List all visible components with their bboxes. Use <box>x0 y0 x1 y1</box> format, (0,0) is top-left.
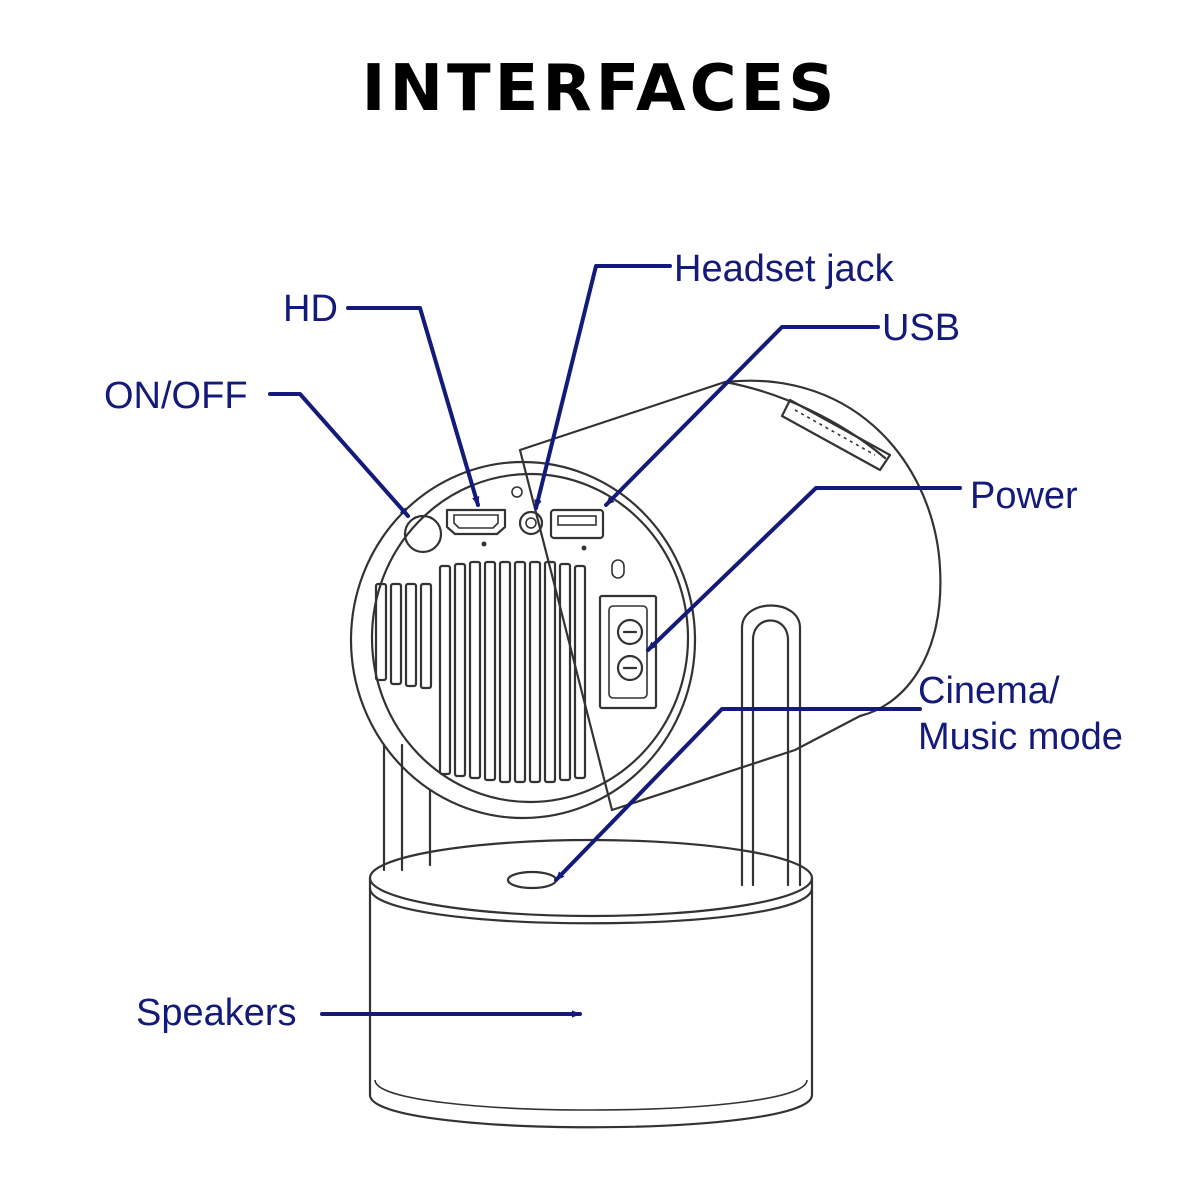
power-inlet <box>598 594 658 710</box>
callout-power <box>646 486 962 652</box>
callout-cinema <box>554 707 922 882</box>
labels: Headset jack HD USB ON/OFF Power Cinema/… <box>104 248 1123 1034</box>
callout-headset <box>534 264 672 510</box>
reset-slot-icon <box>611 559 625 579</box>
usb-port <box>549 508 605 551</box>
headset-jack <box>518 510 544 536</box>
label-power: Power <box>970 475 1078 517</box>
side-vents <box>374 582 433 690</box>
stand-arm-back <box>382 743 432 872</box>
label-on-off: ON/OFF <box>104 375 248 417</box>
callout-hd <box>346 306 480 507</box>
mode-button <box>506 870 558 890</box>
projector-body <box>518 379 942 812</box>
label-hd: HD <box>283 288 338 330</box>
label-music-mode: Music mode <box>918 716 1123 758</box>
callout-lines <box>268 264 962 1018</box>
callout-onoff <box>268 392 410 518</box>
on-off-button <box>403 514 443 554</box>
mic-hole-icon <box>511 486 523 498</box>
label-cinema: Cinema/ <box>918 670 1060 712</box>
label-usb: USB <box>882 307 960 349</box>
stand-arm-right <box>740 604 802 887</box>
projector-drawing <box>349 379 942 1129</box>
label-speakers: Speakers <box>136 992 297 1034</box>
hdmi-port <box>445 508 507 547</box>
label-headset-jack: Headset jack <box>674 248 895 290</box>
rear-panel <box>349 460 697 820</box>
main-vents <box>438 560 587 784</box>
page-title: INTERFACES <box>361 52 839 126</box>
callout-usb <box>604 325 880 507</box>
speaker-base <box>368 838 814 1129</box>
